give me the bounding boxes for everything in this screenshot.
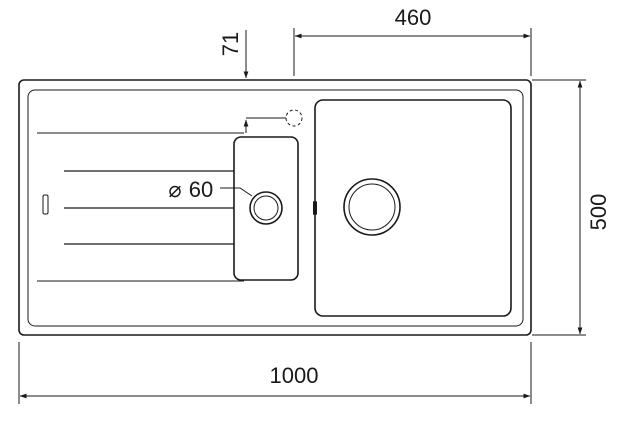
dimension-label-1000: 1000 (270, 363, 319, 388)
half-bowl-outline (233, 136, 299, 281)
sink-outer-rim (18, 79, 532, 336)
dimension-waste-diameter: ⌀ 60 (168, 177, 253, 202)
overflow-slot (42, 194, 49, 215)
sink-body (18, 79, 532, 336)
dimension-label-460: 460 (395, 5, 432, 30)
sink-inner-rim (27, 89, 524, 327)
half-bowl-waste-outer (249, 191, 283, 225)
half-bowl (233, 136, 299, 281)
main-bowl-waste-outer (343, 178, 401, 236)
main-bowl-waste-inner (348, 183, 396, 231)
half-bowl-waste-inner (253, 195, 279, 221)
tap-hole-marker (285, 109, 303, 127)
dimension-label-500: 500 (586, 194, 611, 231)
dimension-label-60: 60 (189, 177, 213, 202)
dimension-main-bowl-width: 460 (293, 5, 532, 76)
draining-board (37, 132, 244, 282)
main-bowl (313, 99, 512, 317)
dimension-label-71: 71 (218, 32, 243, 56)
diameter-symbol: ⌀ (168, 177, 181, 202)
dimension-overall-width: 1000 (18, 342, 532, 404)
waste-leader-line (220, 187, 253, 197)
dimension-tap-hole-offset: 71 (218, 30, 249, 133)
dimension-overall-depth: 500 (532, 79, 611, 336)
main-bowl-overflow (313, 201, 317, 215)
